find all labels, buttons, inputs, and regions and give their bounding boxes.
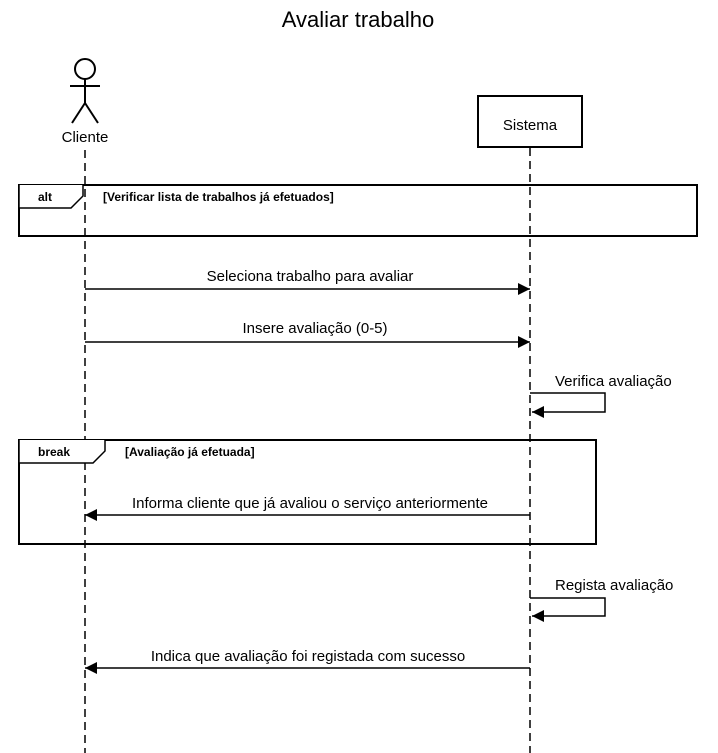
break-operator: break: [38, 445, 70, 459]
self-message-arrow: [530, 597, 606, 622]
alt-fragment: alt [Verificar lista de trabalhos já efe…: [18, 184, 698, 237]
message-label: Verifica avaliação: [555, 373, 672, 390]
message-label: Informa cliente que já avaliou o serviço…: [132, 495, 488, 512]
message-label: Insere avaliação (0-5): [242, 320, 387, 337]
actor-icon: [70, 58, 100, 124]
break-fragment: break [Avaliação já efetuada]: [18, 439, 597, 545]
break-guard: [Avaliação já efetuada]: [125, 445, 255, 459]
actor-label: Cliente: [62, 129, 109, 146]
message-label: Regista avaliação: [555, 577, 673, 594]
message-label: Indica que avaliação foi registada com s…: [151, 648, 465, 665]
self-message-arrow: [530, 392, 606, 418]
diagram-title: Avaliar trabalho: [282, 7, 434, 32]
message-label: Seleciona trabalho para avaliar: [207, 268, 414, 285]
alt-operator: alt: [38, 190, 52, 204]
system-box: [477, 95, 583, 148]
system-label: Sistema: [503, 117, 558, 134]
alt-guard: [Verificar lista de trabalhos já efetuad…: [103, 190, 334, 204]
